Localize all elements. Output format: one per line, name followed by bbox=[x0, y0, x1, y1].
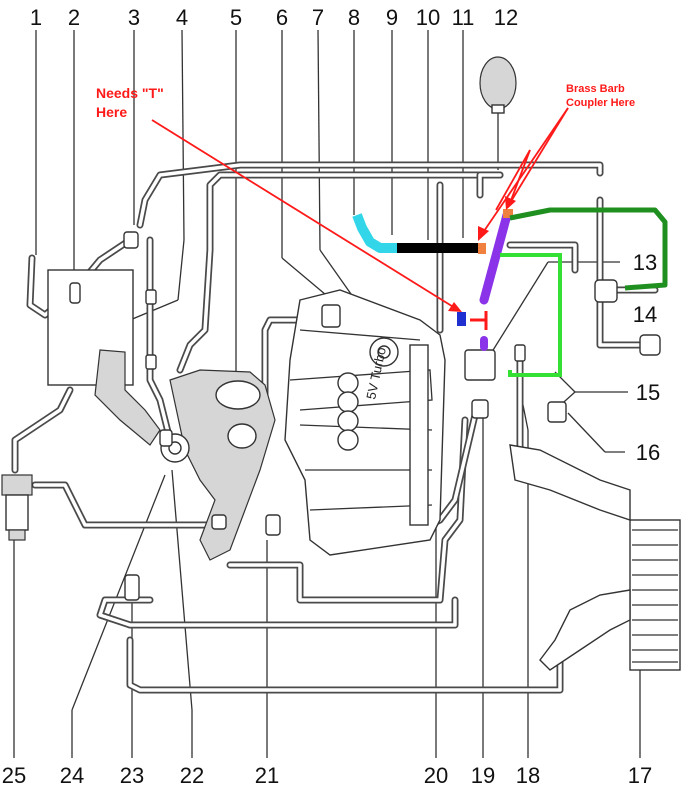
brass-barb-text-line1: Brass Barb bbox=[566, 83, 625, 95]
check-valves bbox=[69, 231, 618, 601]
orange-coupler-right bbox=[503, 209, 513, 218]
callout-10: 10 bbox=[416, 5, 440, 30]
red-tee-marker bbox=[470, 311, 488, 330]
callout-8: 8 bbox=[348, 5, 360, 30]
callout-20: 20 bbox=[424, 763, 448, 788]
brass-barb-text-line2: Coupler Here bbox=[566, 97, 635, 109]
blue-tee-fitting bbox=[457, 312, 466, 326]
bottom-callouts: 25 24 23 22 21 20 19 18 17 bbox=[2, 763, 652, 788]
solenoid-valve-14 bbox=[639, 334, 661, 356]
callout-25: 25 bbox=[2, 763, 26, 788]
callout-11: 11 bbox=[452, 5, 475, 30]
brass-barb-annotation: Brass Barb Coupler Here bbox=[478, 83, 635, 241]
cyan-hose bbox=[352, 213, 397, 253]
orange-coupler-left bbox=[478, 243, 486, 254]
callout-16: 16 bbox=[636, 440, 660, 465]
callout-2: 2 bbox=[68, 5, 80, 30]
brass-barb-arrow-right-2 bbox=[509, 149, 531, 204]
callout-22: 22 bbox=[180, 763, 204, 788]
callout-12: 12 bbox=[494, 5, 518, 30]
needs-t-text-line2: Here bbox=[96, 104, 127, 120]
callout-18: 18 bbox=[516, 763, 540, 788]
callout-17: 17 bbox=[628, 763, 652, 788]
callout-6: 6 bbox=[276, 5, 288, 30]
callout-5: 5 bbox=[230, 5, 242, 30]
callout-1: 1 bbox=[30, 5, 42, 30]
brass-barb-arrow-left bbox=[481, 107, 569, 235]
callout-19: 19 bbox=[471, 763, 495, 788]
callout-14: 14 bbox=[633, 302, 657, 327]
engine-block bbox=[284, 289, 446, 556]
callout-21: 21 bbox=[255, 763, 279, 788]
oil-cap bbox=[369, 337, 399, 367]
dark-green-hose bbox=[509, 207, 668, 291]
brass-barb-arrow-right-1 bbox=[509, 107, 569, 204]
callout-15: 15 bbox=[636, 380, 660, 405]
purple-hose bbox=[479, 210, 512, 305]
callout-23: 23 bbox=[120, 763, 144, 788]
callout-9: 9 bbox=[386, 5, 398, 30]
callout-13: 13 bbox=[633, 250, 657, 275]
leader-lines bbox=[13, 29, 641, 758]
top-callouts: 1 2 3 4 5 6 7 8 9 10 11 12 bbox=[30, 5, 518, 30]
right-callouts: 13 14 15 16 bbox=[633, 250, 660, 465]
audi-rings-logo bbox=[337, 372, 359, 451]
callout-4: 4 bbox=[176, 5, 188, 30]
vacuum-reservoir bbox=[479, 56, 517, 114]
needs-t-annotation: Needs "T" Here bbox=[96, 85, 462, 312]
intake-manifold bbox=[94, 349, 276, 561]
needs-t-text-line1: Needs "T" bbox=[96, 85, 164, 101]
brass-barb-arrow-right-3 bbox=[495, 149, 531, 211]
fuel-filter bbox=[1, 474, 33, 541]
needs-t-arrowhead bbox=[448, 302, 462, 312]
needs-t-arrow bbox=[151, 119, 456, 309]
brass-barb-arrowhead-left bbox=[478, 226, 489, 241]
bright-green-hose bbox=[500, 253, 562, 377]
callout-24: 24 bbox=[60, 763, 84, 788]
charge-pipe bbox=[509, 444, 631, 671]
intercooler bbox=[629, 519, 681, 671]
callout-7: 7 bbox=[312, 5, 324, 30]
callout-3: 3 bbox=[128, 5, 140, 30]
